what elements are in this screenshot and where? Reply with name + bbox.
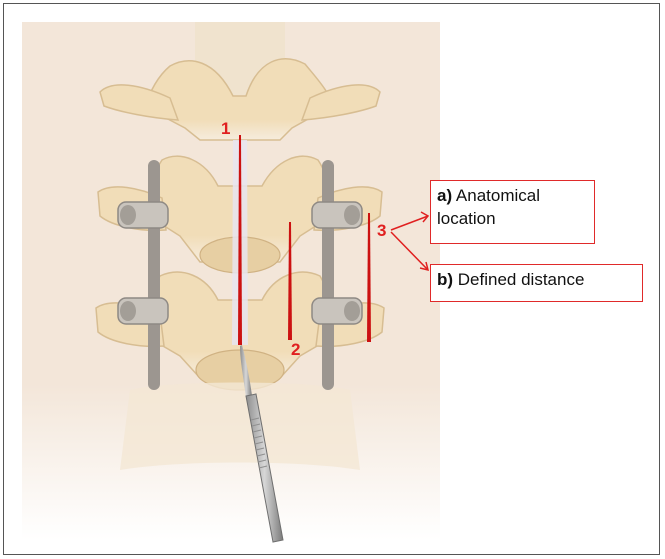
label-2: 2 (291, 341, 300, 358)
callout-b-prefix: b) (437, 270, 453, 289)
callout-b-text: Defined distance (458, 270, 585, 289)
callout-a-line2: location (437, 208, 588, 231)
callout-a: a) Anatomical location (430, 180, 595, 244)
callout-a-prefix: a) (437, 186, 452, 205)
label-1: 1 (221, 120, 230, 137)
callout-b: b) Defined distance (430, 264, 643, 302)
label-3: 3 (377, 222, 386, 239)
right-rod (322, 160, 334, 390)
left-rod (148, 160, 160, 390)
callout-a-line1: Anatomical (456, 186, 540, 205)
sacrum-region (120, 383, 360, 471)
